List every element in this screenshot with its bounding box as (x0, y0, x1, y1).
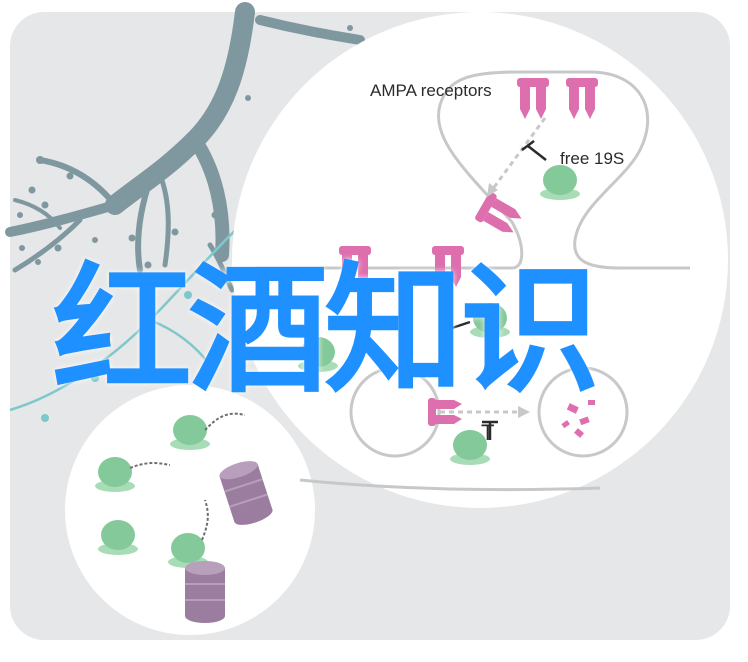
receptor-fragments (561, 400, 595, 438)
axon-boutons (41, 291, 214, 422)
headline-overlay-text: 红酒知识 (52, 250, 600, 413)
dendrite-spines (17, 25, 353, 269)
zoom-circle-synapse (232, 12, 728, 508)
endosome-right (537, 366, 629, 458)
ampa-receptors (339, 78, 598, 426)
endosome-left (349, 366, 441, 458)
label-t-marker: T (481, 420, 494, 445)
zoom-circle-proteasome (61, 381, 319, 639)
axon (9, 199, 271, 412)
label-ampa-receptors: AMPA receptors (370, 81, 492, 100)
proteasomes (95, 165, 580, 568)
ubiquitin-chains (129, 412, 246, 541)
cell-membrane (299, 478, 601, 492)
proteasome-cylinders (185, 461, 273, 623)
label-free-19s: free 19S (560, 149, 624, 168)
trafficking-arrows (440, 117, 547, 414)
inhibition-markers (451, 140, 547, 440)
arrow-heads (487, 183, 530, 418)
neuron-dendrites (5, 2, 365, 293)
